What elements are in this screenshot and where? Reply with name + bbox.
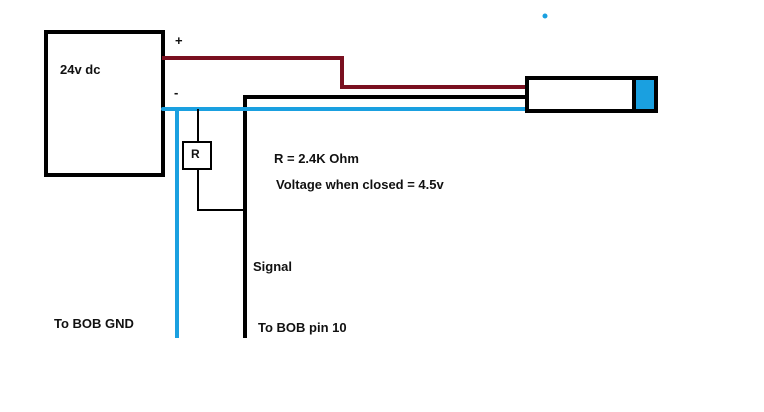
- resistor-lead-bottom: [197, 169, 245, 211]
- sensor-cap: [632, 76, 658, 113]
- signal-label: Signal: [253, 259, 293, 274]
- plus-terminal-label: +: [175, 33, 183, 48]
- power-supply-label: 24v dc: [60, 62, 101, 77]
- resistor-box: [182, 141, 212, 170]
- minus-terminal-label: -: [174, 85, 179, 100]
- power-supply-box: [44, 30, 165, 177]
- voltage-annotation: Voltage when closed = 4.5v: [276, 177, 444, 192]
- gnd-destination-label: To BOB GND: [54, 316, 134, 331]
- stray-dot: [542, 13, 548, 19]
- positive-wire: [162, 56, 526, 89]
- resistor-label: R: [191, 147, 200, 161]
- signal-wire: [243, 95, 526, 338]
- resistance-annotation: R = 2.4K Ohm: [274, 151, 359, 166]
- pin-destination-label: To BOB pin 10: [258, 320, 347, 335]
